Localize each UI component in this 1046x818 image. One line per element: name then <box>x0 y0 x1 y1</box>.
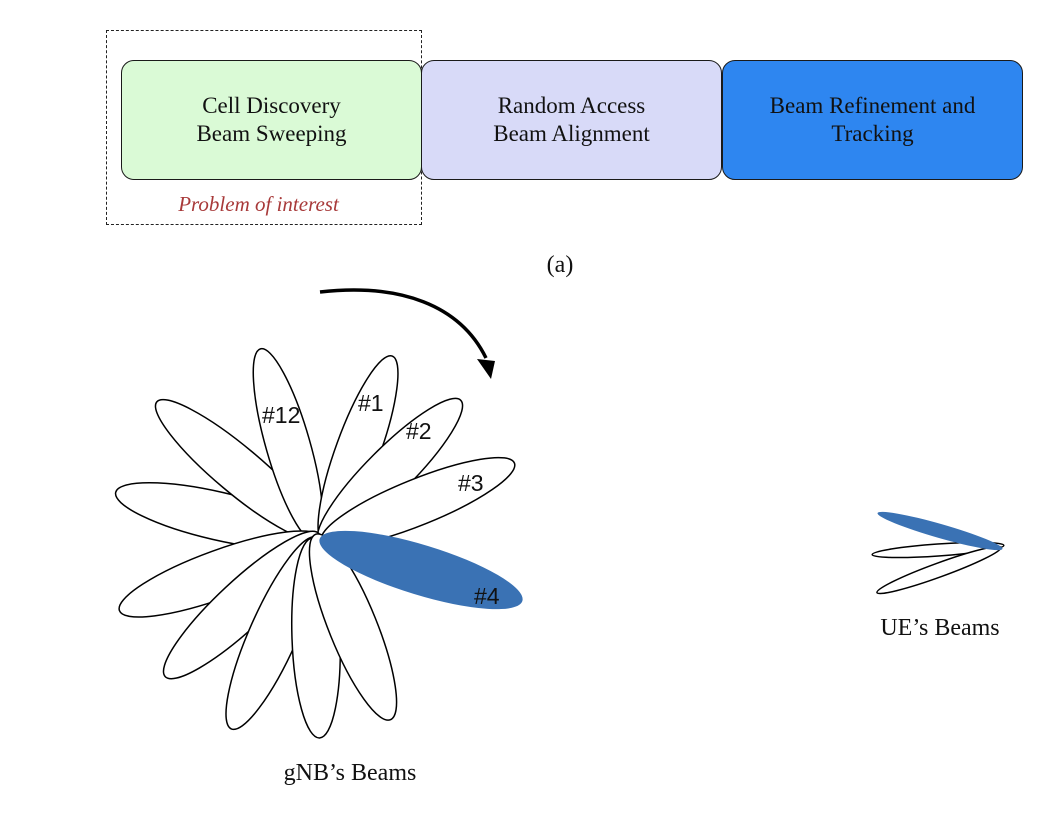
beam-label-1: #1 <box>358 390 384 416</box>
ue-beams-caption: UE’s Beams <box>880 615 1000 641</box>
beam-label-4: #4 <box>474 583 500 609</box>
gnb-beam-lobe <box>308 533 398 721</box>
gnb-beam-4-highlighted <box>319 530 523 610</box>
beam-label-3: #3 <box>458 470 484 496</box>
ue-beam-highlighted <box>877 511 1003 551</box>
gnb-beams-caption: gNB’s Beams <box>283 760 417 786</box>
sweep-arrow <box>319 288 488 359</box>
problem-of-interest-label: Problem of interest <box>178 192 339 216</box>
stage-cell-discovery: Cell Discovery Beam Sweeping <box>121 60 422 180</box>
gnb-beams <box>114 347 516 739</box>
beam-label-12: #12 <box>262 402 300 428</box>
subfigure-label: (a) <box>546 252 574 278</box>
stage-beam-refinement: Beam Refinement and Tracking <box>722 60 1023 180</box>
sweep-arrowhead <box>477 359 495 379</box>
beam-label-2: #2 <box>406 418 432 444</box>
ue-beam-lobe <box>871 541 1005 559</box>
stage-random-access: Random Access Beam Alignment <box>421 60 722 180</box>
